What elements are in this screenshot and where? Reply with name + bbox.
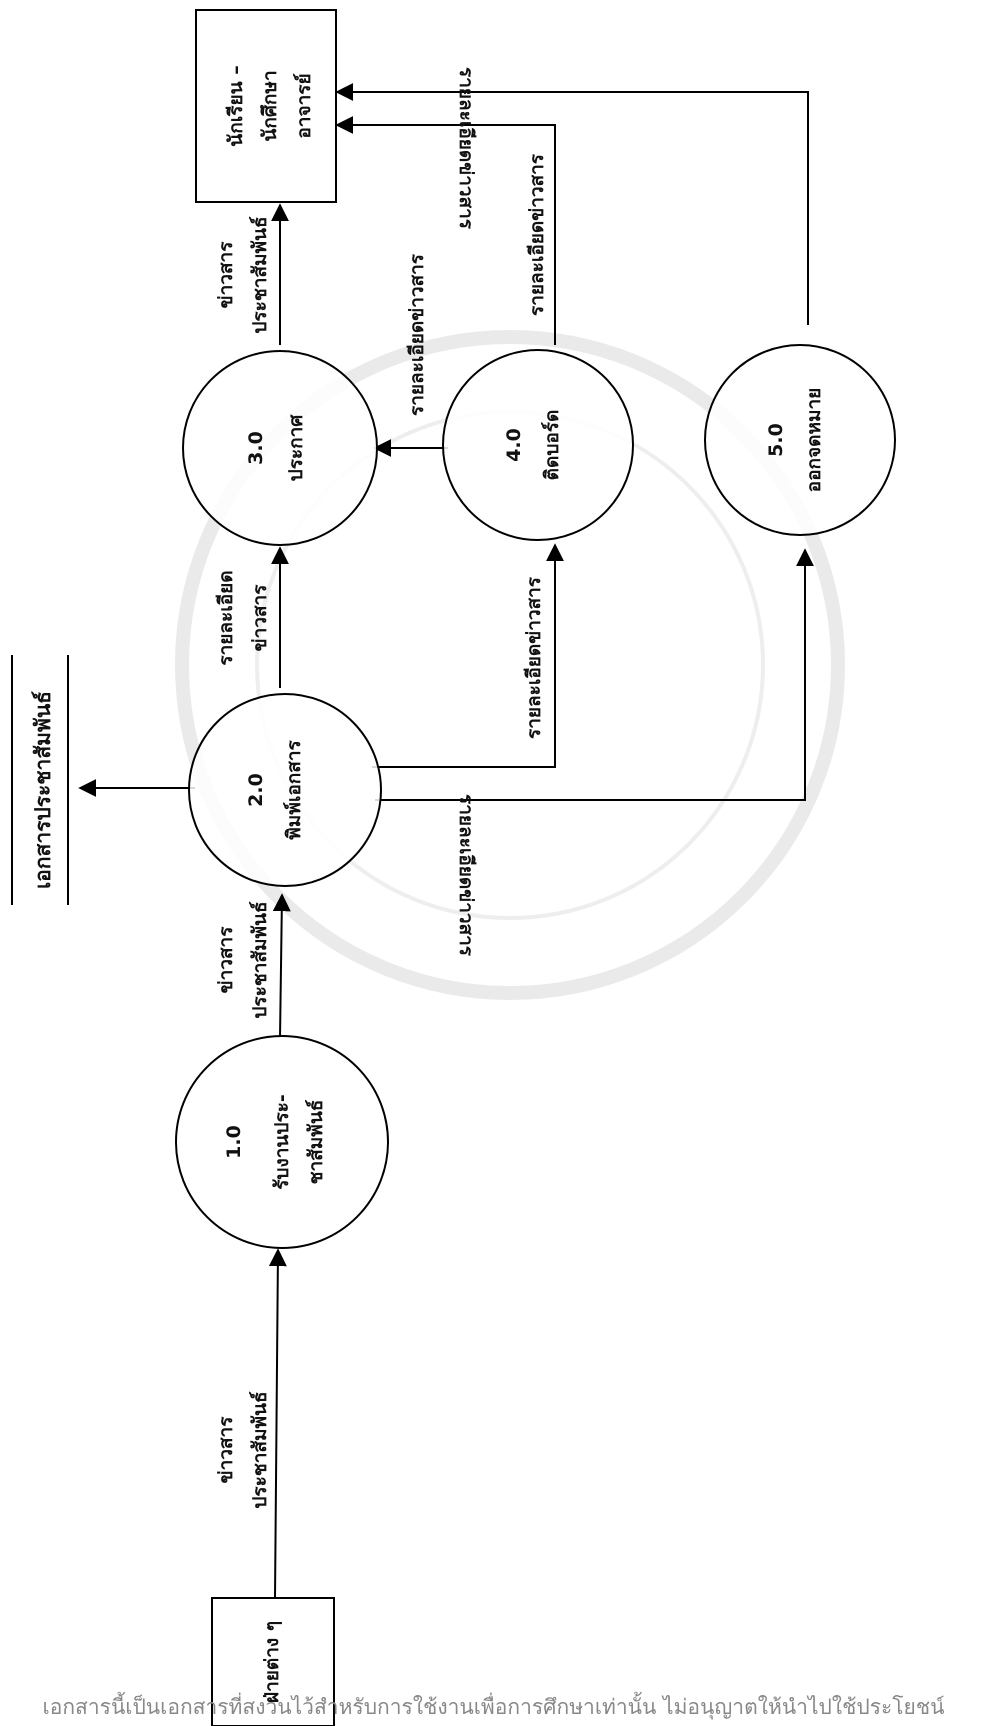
process-2-circle [188,693,382,887]
flow-label-in-1-line-2: ประชาสัมพันธ์ [249,1391,271,1508]
flow-label-2-3-line-1: รายละเอียด [215,570,237,665]
flow-label-5-sink: รายละเอียดข่าวสาร [455,67,477,230]
footer-disclaimer: เอกสารนี้เป็นเอกสารที่สงวนไว้สำหรับการใช… [42,1695,945,1719]
external-entity-source-box [211,1597,335,1726]
flow-label-4-3: รายละเอียดข่าวสาร [406,253,428,416]
flow-label-4-sink: รายละเอียดข่าวสาร [526,153,548,316]
process-4-id: 4.0 [503,428,525,462]
process-1-label-1: รับงานประ- [271,1094,293,1190]
process-1-id: 1.0 [223,1125,245,1159]
flow-label-in-1-line-1: ข่าวสาร [215,1416,237,1484]
flow-label-3-sink-line-2: ประชาสัมพันธ์ [249,216,271,333]
process-3-id: 3.0 [245,431,267,465]
external-entity-sink-box [195,9,337,203]
flow-label-1-2-line-1: ข่าวสาร [215,926,237,994]
flow-label-3-sink-line-1: ข่าวสาร [215,241,237,309]
process-4-circle [442,349,634,541]
flow-line-p1-to-p2 [272,893,291,1039]
document-title: เอกสารประชาสัมพันธ์ [31,691,55,889]
process-1-label-2: ชาสัมพันธ์ [305,1100,327,1185]
process-2-id: 2.0 [245,773,267,807]
sink-entity-label-3: อาจารย์ [293,73,315,138]
flow-line-source-to-p1 [268,1248,287,1599]
source-entity-label: ฝ่ายต่าง ๆ [261,1621,283,1703]
process-5-circle [704,344,896,536]
flow-label-2-5: รายละเอียดข่าวสาร [455,794,477,957]
flow-label-2-3-line-2: ข่าวสาร [249,584,271,652]
process-1-circle [175,1035,389,1249]
sink-entity-label-1: นักเรียน – [225,65,247,146]
process-2-label-1: พิมพ์เอกสาร [283,739,305,839]
process-4-label-1: ติดบอร์ด [541,410,563,481]
flow-label-1-2-line-2: ประชาสัมพันธ์ [249,901,271,1018]
process-5-label-1: ออกจดหมาย [803,388,825,493]
process-3-label-1: ประกาศ [285,414,307,482]
flow-line-p2-to-p5 [375,548,814,801]
sink-entity-label-2: นักศึกษา [259,70,281,141]
flow-line-p4-to-sink [335,116,556,345]
flow-line-p5-to-sink [335,83,809,325]
process-5-id: 5.0 [765,423,787,457]
flow-label-2-4: รายละเอียดข่าวสาร [523,576,545,739]
process-3-circle [182,350,378,546]
flow-line-p2-to-p4 [372,543,564,768]
